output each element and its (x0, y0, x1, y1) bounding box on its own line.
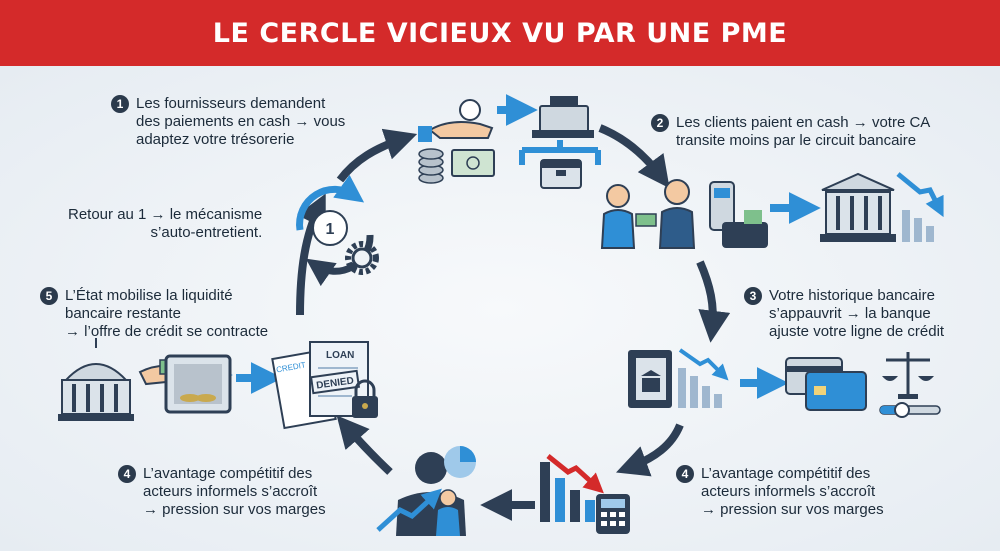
scale-icon (882, 352, 934, 399)
step-4-left-line: → pression sur vos marges (143, 501, 326, 518)
step-2: 2 Les clients paient en cash → votre CA … (651, 114, 930, 150)
loan-doc-top-label: LOAN (326, 350, 354, 361)
step-4-right-number: 4 (676, 465, 694, 483)
step-5-line: bancaire restante (65, 305, 181, 322)
pie-chart-icon (444, 446, 476, 478)
step-1: 1 Les fournisseurs demandent des paiemen… (111, 95, 345, 149)
page-title: LE CERCLE VICIEUX VU PAR UNE PME (212, 17, 788, 49)
loop-note-line: Retour au 1 → le mécanisme (68, 206, 263, 223)
step-3-number: 3 (744, 287, 762, 305)
diagram-canvas (0, 66, 1000, 551)
step-4-left-line: acteurs informels s’accroît (143, 483, 318, 500)
bank-history-book-icon (628, 350, 672, 408)
loop-note-text: Retour au 1 → le mécanisme s’auto-entret… (68, 206, 262, 242)
title-banner: LE CERCLE VICIEUX VU PAR UNE PME (0, 0, 1000, 66)
credit-card-icon (785, 357, 867, 411)
gear-icon (345, 241, 379, 275)
calculator-icon (596, 494, 630, 534)
step-4-left-text: L’avantage compétitif des acteurs inform… (143, 465, 326, 519)
step-5: 5 L’État mobilise la liquidité bancaire … (40, 287, 268, 341)
rising-arrow-icon (376, 488, 442, 532)
bank-building-icon (820, 172, 896, 242)
step-5-line: L’État mobilise la liquidité (65, 287, 233, 304)
credit-line-slider-icon (879, 402, 941, 418)
loop-center-number: 1 (326, 221, 335, 238)
step-2-line: Les clients paient en cash → votre CA (676, 114, 931, 131)
step-4-left: 4 L’avantage compétitif des acteurs info… (118, 465, 326, 519)
step-1-number: 1 (111, 95, 129, 113)
cycle-arrow-4-to-5 (336, 415, 393, 475)
loop-note-line: s’auto-entretient. (150, 224, 263, 241)
step-2-line: transite moins par le circuit bancaire (676, 132, 917, 149)
step-1-line: Les fournisseurs demandent (136, 95, 326, 112)
step-5-line: → l’offre de crédit se contracte (65, 323, 269, 340)
coin-stack-icon (418, 148, 444, 184)
padlock-icon (352, 379, 378, 418)
vault-icon (164, 354, 232, 414)
cash-register-icon (532, 96, 594, 138)
step-4-right: 4 L’avantage compétitif des acteurs info… (676, 465, 884, 519)
step-3-text: Votre historique bancaire s’appauvrit → … (769, 287, 944, 341)
customer-merchant-icon (600, 179, 696, 249)
step-2-text: Les clients paient en cash → votre CA tr… (676, 114, 930, 150)
informal-competitor-icon (396, 452, 466, 536)
loop-note: Retour au 1 → le mécanisme s’auto-entret… (68, 206, 262, 242)
step-4-left-number: 4 (118, 465, 136, 483)
decline-chart-icon (896, 172, 944, 242)
cash-drawer-icon (540, 159, 582, 189)
step-3-line: s’appauvrit → la banque (769, 305, 931, 322)
step-5-text: L’État mobilise la liquidité bancaire re… (65, 287, 268, 341)
step-1-line: des paiements en cash → vous (136, 113, 346, 130)
history-decline-chart-icon (678, 348, 729, 408)
loan-doc-stamp: DENIED (316, 375, 355, 391)
step-4-right-line: → pression sur vos marges (701, 501, 884, 518)
step-1-text: Les fournisseurs demandent des paiements… (136, 95, 345, 149)
step-4-left-line: L’avantage compétitif des (143, 465, 313, 482)
step-2-number: 2 (651, 114, 669, 132)
cycle-arrow-1-to-top (336, 128, 418, 183)
cycle-arrow-top-to-2 (598, 124, 670, 189)
cycle-arrow-3-to-4 (615, 423, 684, 477)
cycle-arrow-2-to-3 (696, 260, 731, 343)
step-4-right-line: acteurs informels s’accroît (701, 483, 876, 500)
flow-arrow-register-split (519, 140, 601, 165)
cycle-arrow-5-to-1 (296, 193, 326, 316)
declining-bars-icon (540, 454, 604, 522)
state-capitol-icon (58, 338, 134, 421)
hand-coin-icon (418, 99, 494, 142)
step-3-line: ajuste votre ligne de crédit (769, 323, 945, 340)
step-3-line: Votre historique bancaire (769, 287, 935, 304)
banknote-icon (451, 149, 495, 177)
step-4-right-line: L’avantage compétitif des (701, 465, 871, 482)
step-4-right-text: L’avantage compétitif des acteurs inform… (701, 465, 884, 519)
step-3: 3 Votre historique bancaire s’appauvrit … (744, 287, 944, 341)
step-5-number: 5 (40, 287, 58, 305)
wallet-icon (722, 210, 768, 248)
step-1-line: adaptez votre trésorerie (136, 131, 295, 148)
